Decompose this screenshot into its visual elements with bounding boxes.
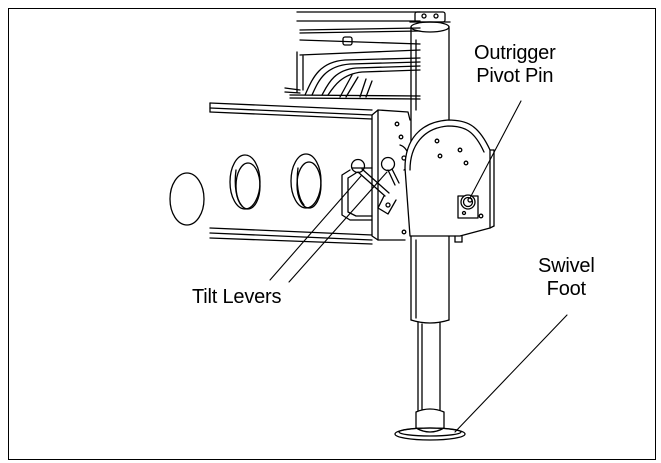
leader-line-pivot-pin xyxy=(469,100,522,199)
outrigger-pivot-pin-label-line1: Outrigger xyxy=(474,42,556,64)
swivel-foot-drawing xyxy=(394,408,466,441)
swivel-foot-label: Swivel Foot xyxy=(538,255,595,301)
leader-line-tilt-lever-2 xyxy=(288,171,388,283)
cable-bundle xyxy=(284,57,421,98)
outrigger-pivot-pin xyxy=(457,194,479,219)
frame-beam xyxy=(169,102,373,245)
outrigger-pivot-pin-label-line2: Pivot Pin xyxy=(476,65,554,87)
swivel-foot-label-line2: Foot xyxy=(546,278,586,300)
leader-lines xyxy=(269,100,568,433)
rear-frame-rails xyxy=(289,11,421,100)
swivel-foot-label-line1: Swivel xyxy=(538,255,595,277)
inner-leg xyxy=(417,321,441,413)
outrigger-pivot-pin-label: Outrigger Pivot Pin xyxy=(474,42,556,88)
tilt-lever-handles xyxy=(341,156,429,221)
tilt-levers-label: Tilt Levers xyxy=(192,286,282,308)
pivot-plate xyxy=(404,119,495,243)
leader-line-tilt-lever-1 xyxy=(269,175,362,281)
outrigger-tube-cap xyxy=(409,11,451,33)
leader-line-swivel-foot xyxy=(454,314,568,433)
